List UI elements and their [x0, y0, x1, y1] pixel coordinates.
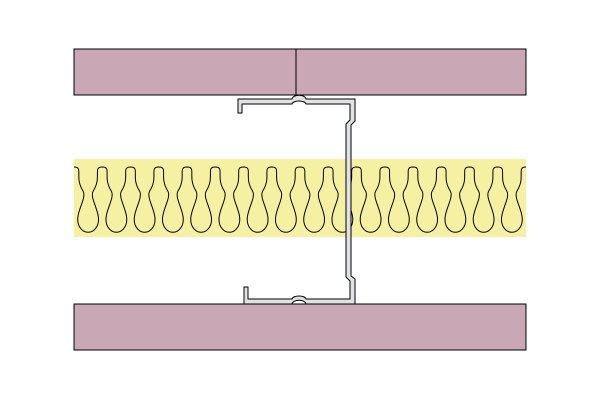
bottom-board-layer: [73, 303, 527, 351]
top-board-left-panel: [73, 48, 297, 96]
insulation-band: [74, 159, 526, 237]
stud-profile-outline: [237, 94, 356, 305]
bottom-board-panel: [73, 303, 527, 351]
insulation-layer: [73, 159, 527, 237]
insulation-fibre-pattern: [73, 166, 527, 233]
top-board-right-panel: [295, 48, 527, 96]
top-board-layer: [73, 48, 527, 96]
metal-stud: [237, 94, 356, 305]
